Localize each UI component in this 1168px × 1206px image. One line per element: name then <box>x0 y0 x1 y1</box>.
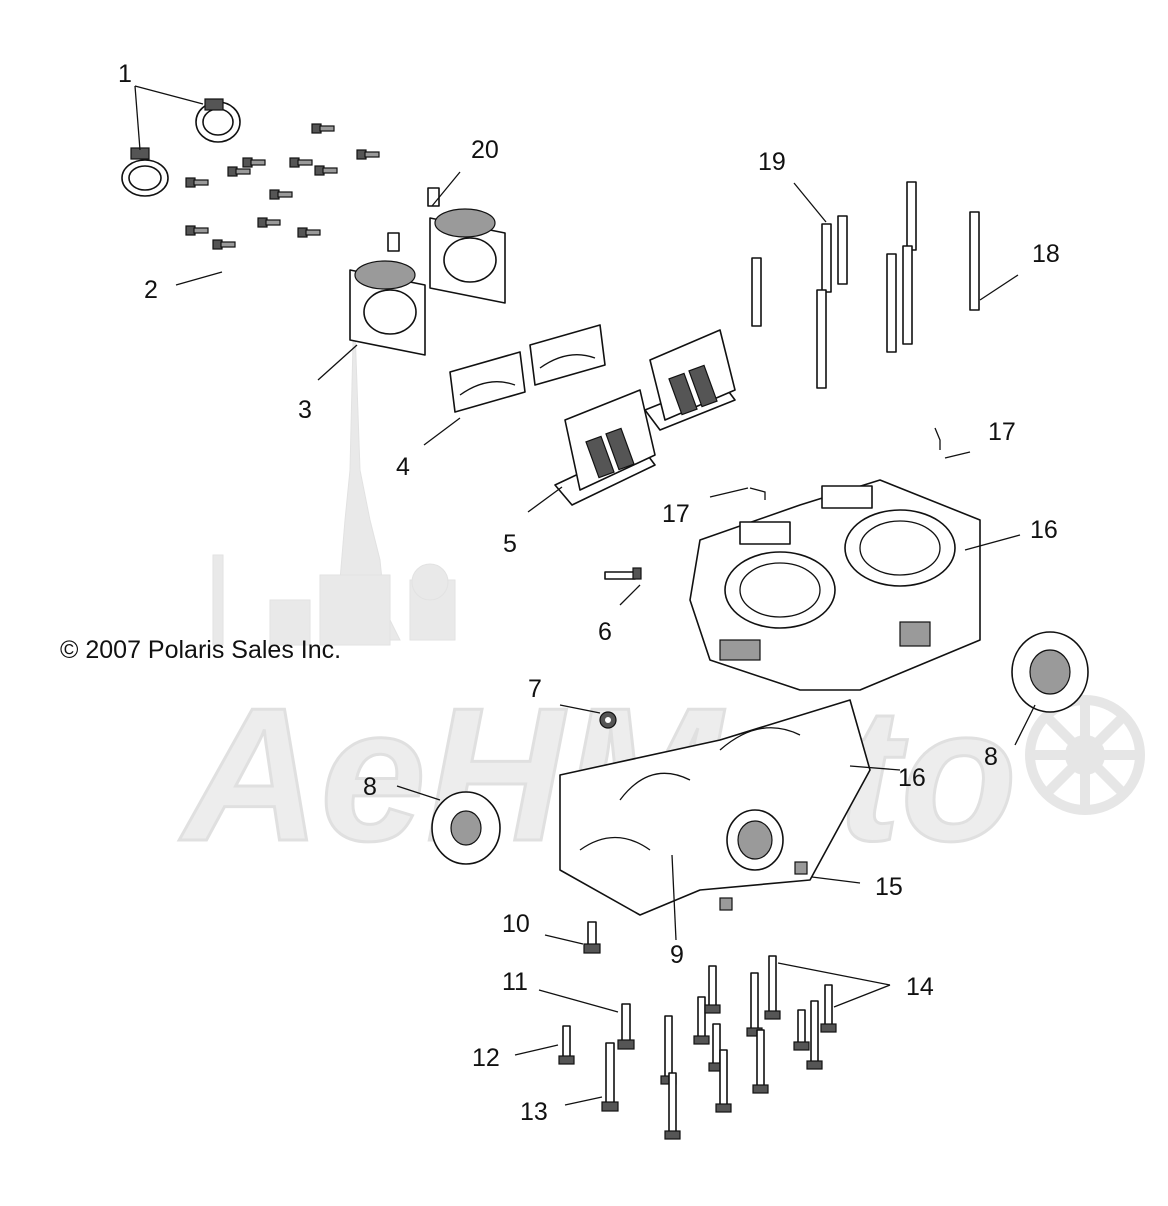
callout-10: 10 <box>502 910 530 938</box>
part-elbow-fittings <box>749 427 941 500</box>
callout-14: 14 <box>906 973 934 1001</box>
leader-lines <box>134 85 1036 1106</box>
part-intake-adapter <box>349 208 506 356</box>
callout-5: 5 <box>503 530 517 558</box>
part-bolts-long <box>558 921 837 1140</box>
callout-15: 15 <box>875 873 903 901</box>
part-fitting <box>604 567 642 580</box>
callout-13: 13 <box>520 1098 548 1126</box>
part-bolts-small <box>185 123 380 250</box>
part-seal-left <box>431 791 501 865</box>
callout-11: 11 <box>502 968 528 996</box>
part-seal-right <box>1011 631 1089 713</box>
part-plugs <box>719 861 808 911</box>
callout-3: 3 <box>298 396 312 424</box>
callout-labels: 1 2 3 4 5 6 7 8 8 9 10 11 12 13 14 15 16… <box>118 60 1060 1126</box>
callout-8-right: 8 <box>984 743 998 771</box>
callout-4: 4 <box>396 453 410 481</box>
callout-17-left: 17 <box>662 500 690 528</box>
callout-18: 18 <box>1032 240 1060 268</box>
callout-16-lower: 16 <box>898 764 926 792</box>
callout-8-left: 8 <box>363 773 377 801</box>
callout-16-upper: 16 <box>1030 516 1058 544</box>
part-nut <box>599 711 617 729</box>
callout-19: 19 <box>758 148 786 176</box>
part-reed-valve <box>554 329 736 506</box>
copyright-text: © 2007 Polaris Sales Inc. <box>60 636 341 664</box>
callout-9: 9 <box>670 941 684 969</box>
callout-20: 20 <box>471 136 499 164</box>
callout-17-right: 17 <box>988 418 1016 446</box>
watermark-wheel <box>1025 695 1145 815</box>
callout-2: 2 <box>144 276 158 304</box>
part-crankcase-lower <box>559 699 871 916</box>
part-clamps <box>121 98 241 197</box>
part-crankcase-upper <box>689 479 981 691</box>
part-pins <box>751 181 980 389</box>
callout-6: 6 <box>598 618 612 646</box>
callout-1: 1 <box>118 60 132 88</box>
part-reed-stuffer <box>449 324 606 413</box>
callout-7: 7 <box>528 675 542 703</box>
watermark-spire-logo <box>212 299 456 646</box>
callout-12: 12 <box>472 1044 500 1072</box>
